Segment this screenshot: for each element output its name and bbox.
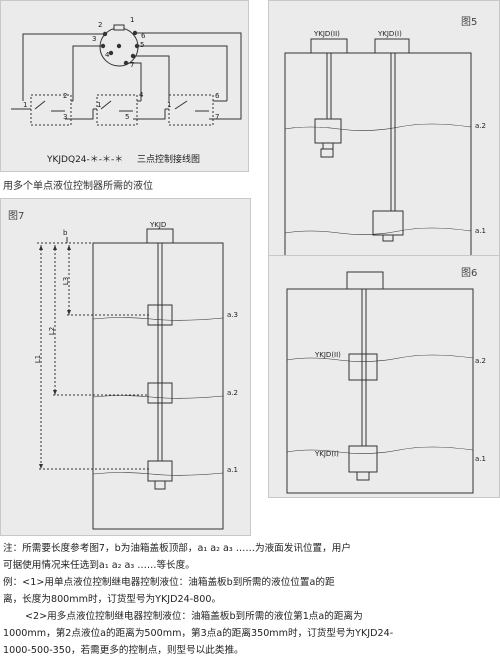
fig7-dim-l2: L2 <box>48 326 57 336</box>
fig5-float-2 <box>314 118 342 144</box>
pin-label-6: 6 <box>141 32 146 40</box>
relay-right-label-7: 7 <box>215 113 220 121</box>
fig7-dim-l3: L3 <box>62 276 71 286</box>
notes-line-1: 注：所需要长度参考图7，b为油箱盖板顶部，a₁ a₂ a₃ ……为液面发讯位置，… <box>3 543 351 554</box>
notes-line-5: <2>用多点液位控制继电器控制液位：油箱盖板b到所需的液位第1点a的距离为 <box>25 611 363 622</box>
connector-key <box>113 24 125 31</box>
fig7-label: 图7 <box>8 211 25 222</box>
fig5-head-2: YKJD(II) <box>314 30 340 38</box>
fig7-level-1: a.1 <box>227 466 238 474</box>
relay-mid-label-5: 5 <box>125 113 130 121</box>
fig5-head-1: YKJD(I) <box>378 30 402 38</box>
fig6-float-2 <box>348 353 378 381</box>
wiring-model: YKJDQ24-＊-＊-＊ <box>47 155 124 165</box>
relay-right-label-1: 1 <box>167 101 172 109</box>
fig7-panel: 图7 YKJD b L3 L2 L1 a.3 a.2 a.1 <box>0 198 251 536</box>
wiring-title: 三点控制接线图 <box>137 155 201 165</box>
fig5-level-1: a.1 <box>475 227 486 235</box>
pin-label-4: 4 <box>105 51 110 59</box>
pin-label-1: 1 <box>130 16 135 24</box>
fig5-label: 图5 <box>461 17 478 28</box>
fig6-float-1 <box>348 445 378 473</box>
relay-left-label-3: 3 <box>63 113 68 121</box>
notes-line-6: 1000mm，第2点液位a的距离为500mm，第3点a的距离350mm时，订货型… <box>3 628 394 639</box>
wiring-caption: 用多个单点液位控制器所需的液位 <box>3 181 153 192</box>
pin-label-5: 5 <box>140 41 145 49</box>
fig5-tank <box>284 52 472 264</box>
relay-mid-label-1: 1 <box>97 101 102 109</box>
pin-label-3: 3 <box>92 35 97 43</box>
fig6-level-1: a.1 <box>475 455 486 463</box>
fig5-drawing <box>284 38 472 264</box>
fig7-head: YKJD <box>150 221 167 229</box>
fig6-drawing <box>286 271 474 494</box>
fig5-level-2: a.2 <box>475 122 486 130</box>
notes-line-2: 可据使用情况来任选到a₁ a₂ a₃ ……等长度。 <box>3 560 195 571</box>
relay-mid-label-4: 4 <box>139 91 144 99</box>
fig7-level-2: a.2 <box>227 389 238 397</box>
pin-label-7: 7 <box>130 61 135 69</box>
fig6-sensor-2: YKJD(II) <box>315 351 341 359</box>
fig5-panel: 图5 YKJD(II) YKJD(I) a.2 a.1 <box>268 0 500 275</box>
fig6-sensor-1: YKJD(I) <box>315 450 339 458</box>
fig7-float-1 <box>147 460 173 482</box>
notes-line-4: 离，长度为800mm时，订货型号为YKJD24-800。 <box>3 594 222 605</box>
relay-left-label-2: 2 <box>63 92 68 100</box>
fig6-label: 图6 <box>461 268 478 279</box>
fig7-level-3: a.3 <box>227 311 238 319</box>
fig7-float-2 <box>147 382 173 404</box>
wiring-diagram-panel: 2 1 3 4 5 6 7 1 2 3 1 4 5 1 6 7 YKJDQ24-… <box>0 0 249 172</box>
relay-right-label-6: 6 <box>215 92 220 100</box>
fig7-dim-l1: L1 <box>34 354 43 364</box>
relay-left-label-1: 1 <box>23 101 28 109</box>
notes-line-7: 1000-500-350，若需更多的控制点，则型号以此类推。 <box>3 645 244 656</box>
fig6-tank <box>286 288 474 494</box>
wiring-diagram <box>11 24 242 126</box>
fig7-top-label: b <box>63 229 68 237</box>
fig7-float-3 <box>147 304 173 326</box>
pin-label-2: 2 <box>98 21 103 29</box>
notes-block: 注：所需要长度参考图7，b为油箱盖板顶部，a₁ a₂ a₃ ……为液面发讯位置，… <box>3 540 497 659</box>
notes-line-3: 例：<1>用单点液位控制继电器控制液位：油箱盖板b到所需的液位位置a的距 <box>3 577 335 588</box>
fig7-drawing <box>37 228 224 530</box>
fig6-panel: 图6 YKJD(II) YKJD(I) a.2 a.1 <box>268 255 500 498</box>
fig6-level-2: a.2 <box>475 357 486 365</box>
